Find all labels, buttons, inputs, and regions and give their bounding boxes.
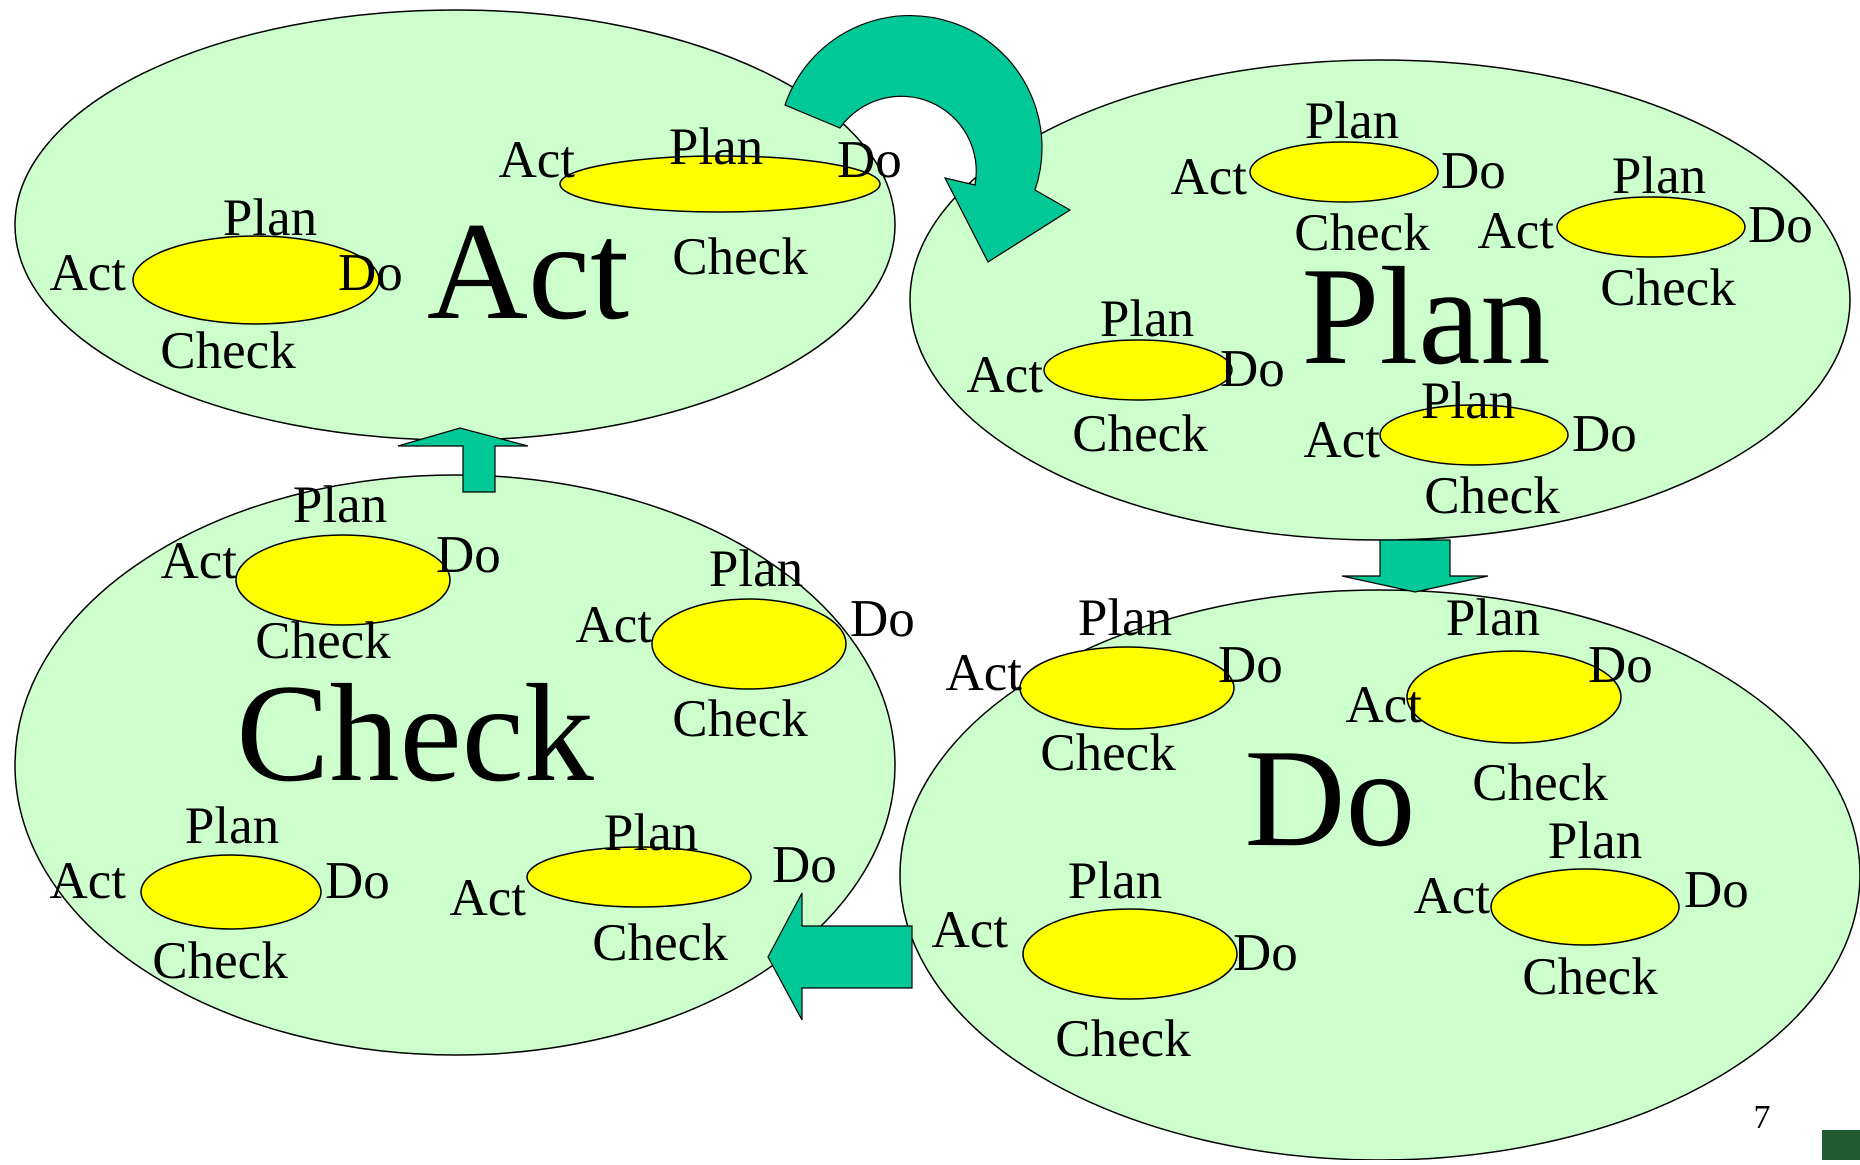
- mini-cycle-oval: [1043, 339, 1233, 401]
- mini-cycle-oval: [1406, 650, 1622, 744]
- mini-cycle-oval: [1556, 196, 1746, 258]
- mini-cycle-oval: [140, 854, 322, 930]
- mini-cycle-oval: [651, 598, 847, 690]
- mini-cycle-plan-label: Plan: [604, 804, 698, 862]
- mini-cycle-do-label: Do: [1748, 196, 1813, 254]
- mini-cycle-plan-label: Plan: [1305, 92, 1399, 150]
- mini-cycle-act-label: Act: [575, 596, 652, 654]
- plan-phase-title: Plan: [1302, 239, 1551, 394]
- mini-cycle-oval: [1490, 868, 1680, 946]
- mini-cycle-do-label: Do: [325, 852, 390, 910]
- mini-cycle-oval: [235, 534, 451, 626]
- mini-cycle-check-label: Check: [672, 690, 808, 748]
- mini-cycle-act-label: Act: [498, 131, 575, 189]
- do-phase-title: Do: [1244, 721, 1415, 876]
- mini-cycle-plan-label: Plan: [1421, 372, 1515, 430]
- mini-cycle-check-label: Check: [255, 612, 391, 670]
- page-number: 7: [1754, 1099, 1771, 1136]
- mini-cycle-act-label: Act: [931, 901, 1008, 959]
- mini-cycle-act-label: Act: [1413, 867, 1490, 925]
- mini-cycle-plan-label: Plan: [223, 189, 317, 247]
- mini-cycle-check-label: Check: [1294, 204, 1430, 262]
- act-phase-title: Act: [427, 194, 629, 349]
- mini-cycle-check-label: Check: [1600, 259, 1736, 317]
- mini-cycle-oval: [1022, 908, 1238, 1000]
- mini-cycle-oval: [559, 155, 881, 213]
- mini-cycle-oval: [1379, 404, 1569, 466]
- mini-cycle-do-label: Do: [1218, 636, 1283, 694]
- mini-cycle-plan-label: Plan: [669, 118, 763, 176]
- mini-cycle-do-label: Do: [338, 244, 403, 302]
- mini-cycle-plan-label: Plan: [1078, 589, 1172, 647]
- mini-cycle-check-label: Check: [1072, 405, 1208, 463]
- mini-cycle-oval: [1249, 141, 1439, 203]
- mini-cycle-do-label: Do: [1441, 142, 1506, 200]
- mini-cycle-do-label: Do: [1588, 636, 1653, 694]
- mini-cycle-act-label: Act: [49, 244, 126, 302]
- mini-cycle-act-label: Act: [1303, 411, 1380, 469]
- mini-cycle-check-label: Check: [1522, 948, 1658, 1006]
- mini-cycle-oval: [1019, 646, 1235, 730]
- mini-cycle-plan-label: Plan: [1068, 852, 1162, 910]
- mini-cycle-oval: [526, 846, 752, 908]
- mini-cycle-plan-label: Plan: [1548, 812, 1642, 870]
- mini-cycle-do-label: Do: [1233, 924, 1298, 982]
- mini-cycle-act-label: Act: [1477, 202, 1554, 260]
- do-to-check-arrow-icon: [767, 892, 913, 1021]
- mini-cycle-do-label: Do: [1572, 405, 1637, 463]
- mini-cycle-act-label: Act: [449, 869, 526, 927]
- mini-cycle-check-label: Check: [592, 914, 728, 972]
- mini-cycle-act-label: Act: [966, 346, 1043, 404]
- mini-cycle-plan-label: Plan: [293, 476, 387, 534]
- mini-cycle-check-label: Check: [1424, 467, 1560, 525]
- mini-cycle-plan-label: Plan: [1612, 147, 1706, 205]
- plan-to-do-arrow-icon: [1341, 539, 1489, 593]
- mini-cycle-act-label: Act: [1170, 148, 1247, 206]
- mini-cycle-do-label: Do: [850, 590, 915, 648]
- mini-cycle-check-label: Check: [1040, 724, 1176, 782]
- mini-cycle-do-label: Do: [1220, 340, 1285, 398]
- mini-cycle-do-label: Do: [436, 526, 501, 584]
- mini-cycle-check-label: Check: [672, 228, 808, 286]
- mini-cycle-check-label: Check: [1472, 754, 1608, 812]
- mini-cycle-act-label: Act: [49, 852, 126, 910]
- act-to-plan-curved-arrow-icon: [784, 14, 1072, 263]
- mini-cycle-do-label: Do: [837, 131, 902, 189]
- mini-cycle-oval: [132, 235, 380, 325]
- check-to-act-arrow-icon: [397, 427, 529, 493]
- mini-cycle-check-label: Check: [160, 322, 296, 380]
- mini-cycle-plan-label: Plan: [185, 797, 279, 855]
- mini-cycle-check-label: Check: [1055, 1010, 1191, 1068]
- mini-cycle-plan-label: Plan: [709, 540, 803, 598]
- corner-logo-icon: [1822, 1130, 1860, 1160]
- mini-cycle-act-label: Act: [945, 644, 1022, 702]
- mini-cycle-check-label: Check: [152, 932, 288, 990]
- mini-cycle-do-label: Do: [1684, 861, 1749, 919]
- check-phase-title: Check: [236, 656, 594, 811]
- mini-cycle-do-label: Do: [772, 836, 837, 894]
- mini-cycle-act-label: Act: [160, 532, 237, 590]
- mini-cycle-plan-label: Plan: [1100, 290, 1194, 348]
- mini-cycle-act-label: Act: [1345, 676, 1422, 734]
- mini-cycle-plan-label: Plan: [1446, 589, 1540, 647]
